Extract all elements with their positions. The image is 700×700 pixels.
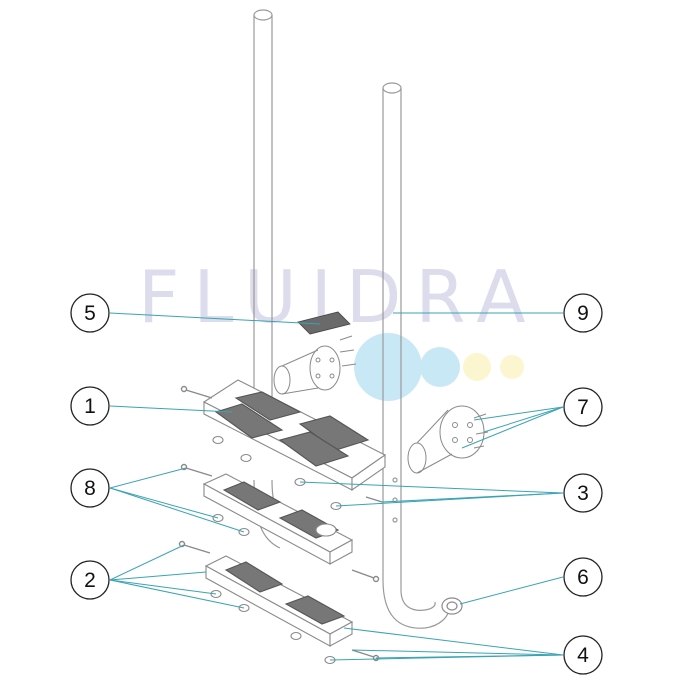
callout-label-2: 2	[84, 569, 96, 592]
callout-4: 4	[563, 635, 603, 675]
callout-label-8: 8	[84, 477, 96, 500]
callout-3: 3	[563, 473, 603, 513]
anti-slip-pad	[297, 311, 351, 335]
leader-4	[351, 649, 564, 656]
callout-8: 8	[70, 468, 110, 508]
watermark-dot	[354, 333, 422, 401]
leader-2	[109, 544, 185, 581]
end-cap	[441, 597, 463, 615]
leader-7	[461, 406, 564, 449]
callout-label-3: 3	[577, 482, 589, 505]
bolts	[178, 385, 383, 662]
handrail-tubes	[253, 9, 449, 629]
leader-8	[109, 467, 187, 489]
callout-2: 2	[70, 560, 110, 600]
leader-3	[299, 481, 564, 494]
callout-1: 1	[70, 386, 110, 426]
watermark-dot	[463, 353, 491, 381]
leader-4	[343, 627, 564, 656]
leader-5	[109, 312, 321, 325]
callout-label-5: 5	[84, 302, 96, 325]
leader-7	[483, 406, 564, 433]
watermark-dot	[500, 355, 524, 379]
right-handrail-tube	[382, 82, 449, 629]
callouts: 5 9 1 7 8 3 6 2	[70, 293, 603, 675]
bottom-step	[204, 555, 354, 647]
leader-2	[109, 579, 245, 609]
leader-6	[459, 576, 564, 605]
callout-label-6: 6	[577, 566, 589, 589]
callout-label-1: 1	[84, 395, 96, 418]
leader-7	[473, 406, 564, 421]
leader-2	[109, 571, 207, 581]
callout-label-9: 9	[577, 302, 589, 325]
callout-label-4: 4	[577, 644, 589, 667]
leader-3	[335, 492, 564, 507]
callout-7: 7	[563, 387, 603, 427]
top-step	[202, 379, 387, 492]
leader-2	[109, 579, 217, 595]
watermark: FLUIDRA	[138, 255, 526, 401]
callout-5: 5	[70, 293, 110, 333]
callout-6: 6	[563, 557, 603, 597]
callout-9: 9	[563, 293, 603, 333]
leader-8	[109, 487, 219, 519]
anchor-plate-7	[407, 405, 489, 474]
leader-1	[109, 405, 233, 413]
watermark-dot	[420, 347, 460, 387]
middle-step	[202, 473, 354, 565]
leader-4	[329, 654, 564, 661]
callout-label-7: 7	[577, 396, 589, 419]
leader-lines	[109, 312, 564, 661]
upper-flange	[273, 335, 357, 395]
leader-8	[109, 487, 245, 533]
